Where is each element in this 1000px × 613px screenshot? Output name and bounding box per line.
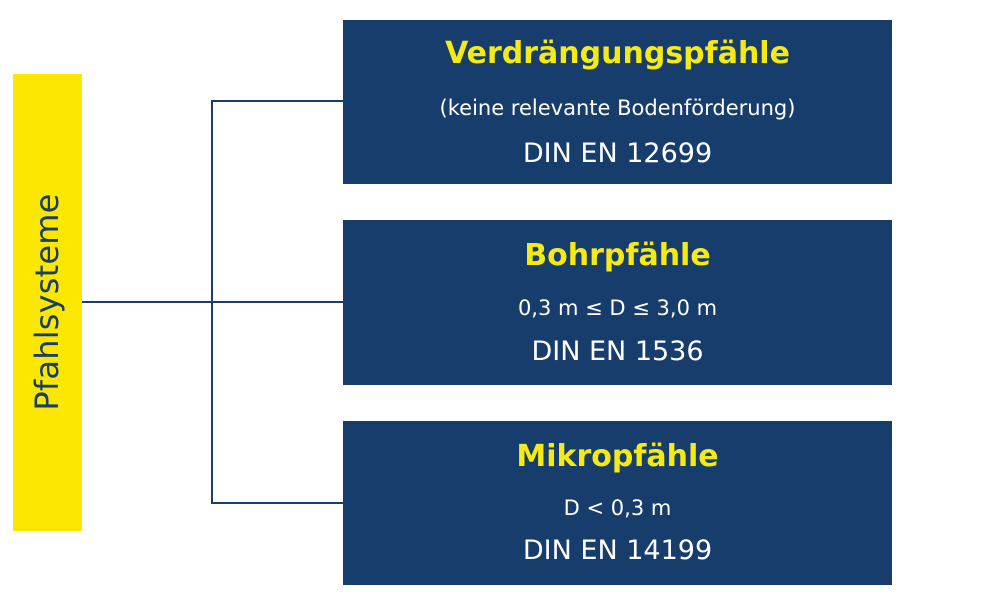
branch-norm: DIN EN 1536 [531, 336, 704, 367]
branch-title: Mikropfähle [516, 439, 719, 474]
root-node-pfahlsysteme [13, 74, 82, 531]
branch-norm: DIN EN 14199 [522, 535, 713, 566]
root-node-label: Pfahlsysteme [28, 193, 66, 411]
branch-title: Verdrängungspfähle [445, 36, 790, 71]
branch-node-mikropfaehle: Mikropfähle D < 0,3 m DIN EN 14199 [343, 421, 892, 585]
branch-node-bohrpfaehle: Bohrpfähle 0,3 m ≤ D ≤ 3,0 m DIN EN 1536 [343, 220, 892, 385]
connector-branch-1 [211, 100, 343, 102]
connector-vertical-spine [211, 100, 213, 504]
branch-node-verdraengungspfaehle: Verdrängungspfähle (keine relevante Bode… [343, 20, 892, 184]
branch-subtitle: D < 0,3 m [563, 496, 672, 520]
branch-norm: DIN EN 12699 [522, 138, 713, 169]
branch-subtitle: (keine relevante Bodenförderung) [439, 96, 796, 120]
branch-title: Bohrpfähle [524, 238, 711, 273]
branch-subtitle: 0,3 m ≤ D ≤ 3,0 m [517, 296, 718, 320]
connector-branch-3 [211, 502, 343, 504]
